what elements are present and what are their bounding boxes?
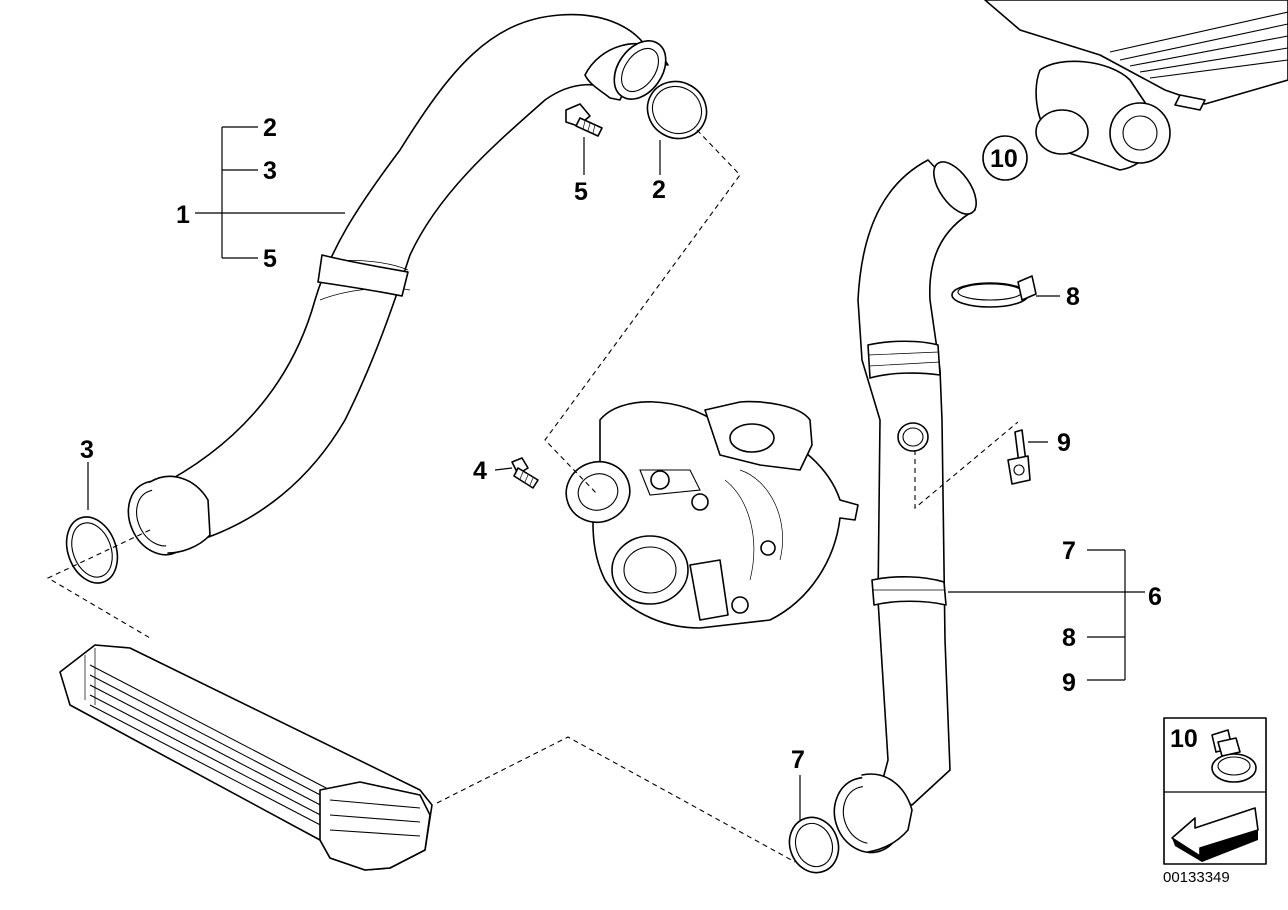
callout-6: 6 <box>1148 583 1162 611</box>
seal-ring-2 <box>646 80 708 140</box>
callout-8-bracket: 8 <box>1062 624 1076 652</box>
callouts: 1 2 3 5 5 2 3 4 10 8 9 7 6 8 9 7 <box>80 114 1162 774</box>
arrow-icon <box>1171 807 1259 862</box>
callout-5-bracket: 5 <box>263 245 277 273</box>
inset-label: 10 <box>1170 725 1198 753</box>
bolt-4 <box>511 457 539 489</box>
hose-6 <box>833 159 977 854</box>
turbocharger <box>565 400 859 629</box>
callout-7-ring: 7 <box>791 746 805 774</box>
callout-5-bolt: 5 <box>574 178 588 206</box>
bolt-5 <box>565 103 603 137</box>
seal-ring-7 <box>788 816 840 874</box>
inset-box: 10 <box>1163 717 1267 865</box>
seal-ring-3 <box>65 516 119 584</box>
intercooler-top <box>984 0 1288 171</box>
hose-clamp-8 <box>951 275 1037 308</box>
callout-8-clamp: 8 <box>1066 283 1080 311</box>
hose-clamp-icon <box>1211 729 1257 783</box>
callout-4: 4 <box>473 457 487 485</box>
callout-10-circle <box>982 135 1028 181</box>
connection-lines <box>46 129 1019 863</box>
hose-1 <box>127 13 669 556</box>
callout-9-bracket: 9 <box>1062 669 1076 697</box>
callout-3-ring: 3 <box>80 436 94 464</box>
callout-1: 1 <box>176 201 190 229</box>
intercooler-bottom <box>59 644 433 871</box>
callout-7-bracket: 7 <box>1062 537 1076 565</box>
callout-2-bracket: 2 <box>263 114 277 142</box>
callout-3-bracket: 3 <box>263 157 277 185</box>
callout-10: 10 <box>990 145 1018 173</box>
leader-lines <box>87 126 1145 820</box>
reference-number: 00133349 <box>1163 869 1230 886</box>
sensor-9 <box>1007 429 1031 485</box>
callout-9-sensor: 9 <box>1057 429 1071 457</box>
callout-2-ring: 2 <box>652 176 666 204</box>
